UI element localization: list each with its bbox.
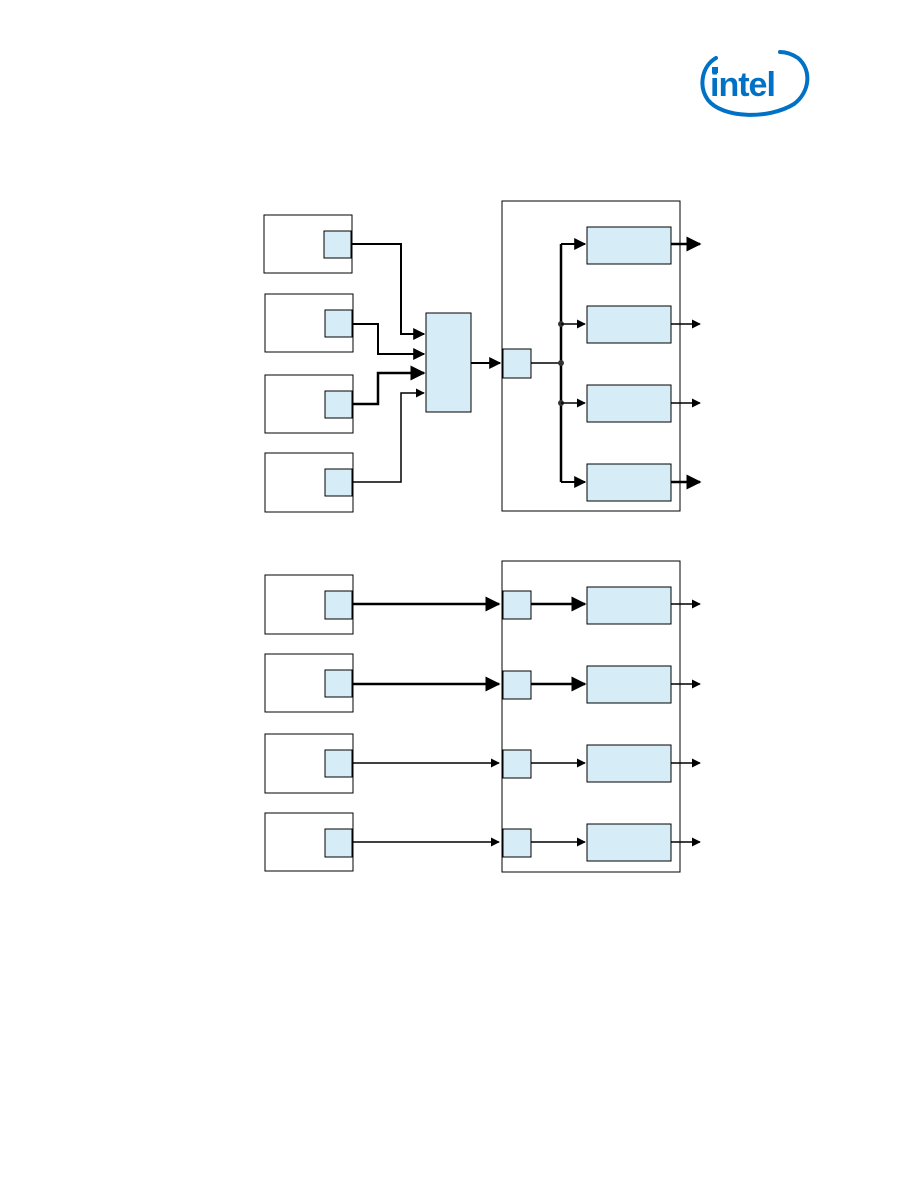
receive-port — [502, 828, 532, 858]
source-block — [264, 812, 354, 872]
figure-dedicated-links — [264, 560, 701, 873]
intel-logo: intel — [700, 50, 810, 117]
connector — [352, 243, 426, 340]
source-block — [264, 574, 354, 635]
figure-shared-interconnect — [263, 200, 702, 513]
logo-dot — [712, 67, 718, 73]
interconnect-block — [425, 312, 472, 413]
output-block — [586, 586, 672, 625]
output-block — [586, 384, 672, 423]
junction-dot — [558, 360, 564, 366]
source-block — [264, 653, 354, 713]
receive-port — [502, 670, 532, 700]
source-block — [264, 452, 354, 513]
output-block — [586, 744, 672, 783]
source-port — [324, 468, 353, 497]
logo-wordmark: intel — [710, 66, 775, 104]
output-block — [586, 463, 672, 502]
logo-swoosh — [700, 50, 810, 117]
source-port — [324, 749, 353, 778]
output-block — [586, 823, 672, 862]
output-block — [586, 305, 672, 344]
connector — [352, 388, 425, 483]
output-block — [586, 665, 672, 704]
source-block — [264, 293, 354, 353]
receive-port — [502, 590, 532, 620]
connector — [352, 323, 426, 360]
source-port — [324, 828, 353, 858]
source-block — [264, 733, 354, 794]
source-port — [324, 669, 353, 698]
source-port — [324, 390, 353, 419]
connector — [352, 365, 426, 406]
source-port — [323, 230, 352, 259]
source-block — [263, 214, 353, 274]
receive-port — [502, 348, 532, 379]
receive-port — [502, 749, 532, 779]
source-port — [324, 590, 353, 620]
output-block — [586, 226, 672, 265]
source-port — [324, 309, 353, 338]
source-block — [264, 374, 354, 434]
